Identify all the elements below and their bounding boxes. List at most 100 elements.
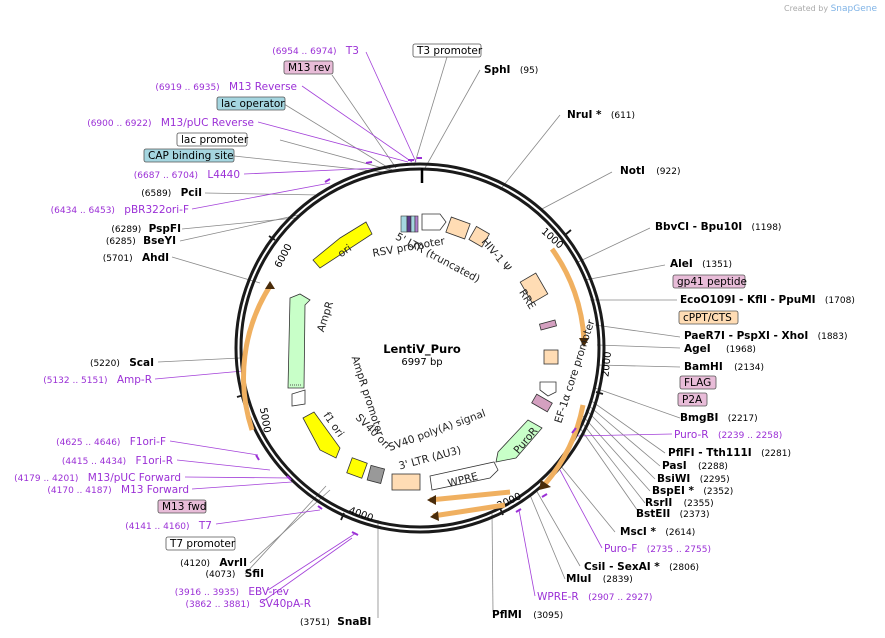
- svg-text:CsiI - SexAI * (2806): CsiI - SexAI * (2806): [584, 561, 699, 573]
- credit-prefix: Created by: [784, 4, 829, 13]
- gp41-box: [539, 319, 557, 331]
- primer-lines: [154, 51, 673, 603]
- primer-name: M13 Reverse: [229, 81, 297, 93]
- enzyme-name: MscI *: [620, 526, 656, 538]
- enzyme-pos: (2352): [703, 487, 733, 497]
- primer-name: SV40pA-R: [259, 598, 311, 610]
- svg-text:RsrII (2355): RsrII (2355): [645, 497, 714, 509]
- enzyme-name: PasI: [662, 460, 687, 472]
- ltr5-box: [445, 216, 471, 240]
- primer-pos: (4625 .. 4646): [56, 438, 120, 448]
- enzyme-pos: (3751): [300, 618, 330, 628]
- enzyme-name: AgeI: [684, 343, 711, 355]
- enzyme-name: BstEII: [636, 508, 670, 520]
- enzyme-name: NotI: [620, 165, 645, 177]
- primer-name: M13/pUC Forward: [88, 472, 181, 484]
- svg-text:PflMI (3095): PflMI (3095): [492, 609, 563, 621]
- svg-text:MscI * (2614): MscI * (2614): [620, 526, 695, 538]
- backbone-inner: [239, 167, 601, 529]
- svg-text:BstEII (2373): BstEII (2373): [636, 508, 710, 520]
- primer-name: pBR322ori-F: [124, 204, 189, 216]
- enzyme-pos: (1198): [752, 223, 782, 233]
- svg-text:PflFI - Tth111I (2281): PflFI - Tth111I (2281): [668, 447, 791, 459]
- rre-box: [519, 272, 549, 304]
- primer-pos: (2735 .. 2755): [647, 545, 711, 555]
- enzyme-name: MluI: [566, 573, 591, 585]
- box-p2a: P2A: [682, 394, 703, 406]
- svg-text:BsiWI (2295): BsiWI (2295): [657, 473, 730, 485]
- svg-text:(4073) SfiI: (4073) SfiI: [205, 568, 264, 580]
- enzyme-name: AhdI: [142, 252, 169, 264]
- box-m13-rev: M13 rev: [288, 62, 331, 74]
- rsv-arrow: [421, 213, 447, 231]
- orf-arrowheads: [265, 281, 589, 521]
- enzyme-name: ScaI: [129, 357, 154, 369]
- primer-name: M13/pUC Reverse: [161, 117, 254, 129]
- enzyme-pos: (6289): [111, 225, 141, 235]
- primer-pos: (4415 .. 4434): [62, 457, 126, 467]
- box-t3-promoter: T3 promoter: [416, 45, 483, 57]
- p2a-box: [531, 393, 553, 413]
- svg-text:SphI (95): SphI (95): [484, 64, 538, 76]
- primer-name: M13 Forward: [121, 484, 189, 496]
- label-ef1a: EF-1α core promoter: [553, 318, 598, 425]
- primer-name: F1ori-R: [136, 455, 173, 467]
- primer-pos: (6687 .. 6704): [134, 171, 198, 181]
- svg-text:BspEI * (2352): BspEI * (2352): [652, 485, 733, 497]
- orf-arrows: [241, 247, 587, 519]
- enzyme-pos: (2355): [684, 499, 714, 509]
- svg-text:(3916 .. 3935) EBV-rev: (3916 .. 3935) EBV-rev: [175, 586, 289, 598]
- primer-labels: (6954 .. 6974) T3 (6919 .. 6935) M13 Rev…: [14, 45, 782, 610]
- enzyme-name: RsrII: [645, 497, 672, 509]
- enzyme-name: BsiWI: [657, 473, 690, 485]
- svg-text:(4141 .. 4160) T7: (4141 .. 4160) T7: [125, 520, 212, 532]
- svg-text:(4625 .. 4646) F1ori-F: (4625 .. 4646) F1ori-F: [56, 436, 166, 448]
- box-m13-fwd: M13 fwd: [162, 501, 207, 513]
- primer-pos: (4170 .. 4187): [47, 486, 111, 496]
- leader-lines: [157, 56, 681, 618]
- enzyme-name: PaeR7I - PspXI - XhoI: [684, 330, 808, 342]
- svg-text:NruI * (611): NruI * (611): [567, 109, 635, 121]
- enzyme-pos: (2217): [728, 414, 758, 424]
- primer-name: F1ori-F: [130, 436, 166, 448]
- sv40-polya-box: [366, 464, 386, 485]
- enzyme-name: BmgBI: [680, 412, 718, 424]
- enzyme-name: PspFI: [149, 223, 181, 235]
- enzyme-name: PciI: [181, 187, 202, 199]
- primer-name: L4440: [207, 169, 240, 181]
- ampr-arrow: [287, 293, 311, 389]
- enzyme-pos: (2373): [680, 510, 710, 520]
- svg-text:AleI (1351): AleI (1351): [670, 258, 732, 270]
- enzyme-pos: (95): [520, 66, 538, 76]
- enzyme-name: CsiI - SexAI *: [584, 561, 660, 573]
- ori-arrow: [312, 221, 373, 269]
- svg-text:(5220) ScaI: (5220) ScaI: [90, 357, 154, 369]
- svg-text:(6687 .. 6704) L4440: (6687 .. 6704) L4440: [134, 169, 240, 181]
- svg-text:Puro-F (2735 .. 2755): Puro-F (2735 .. 2755): [604, 543, 711, 555]
- credit: Created by SnapGene: [784, 4, 877, 14]
- svg-text:AgeI (1968): AgeI (1968): [684, 343, 756, 355]
- primer-pos: (4141 .. 4160): [125, 522, 189, 532]
- svg-text:PaeR7I - PspXI - XhoI (188: PaeR7I - PspXI - XhoI (1883): [684, 330, 848, 342]
- enzyme-pos: (2281): [761, 449, 791, 459]
- box-lac-promoter: lac promoter: [181, 134, 249, 146]
- enzyme-name: AleI: [670, 258, 693, 270]
- svg-text:(6434 .. 6453) pBR322ori-F: (6434 .. 6453) pBR322ori-F: [51, 204, 189, 216]
- plasmid-name: LentiV_Puro: [383, 342, 461, 357]
- svg-text:(4170 .. 4187) M13 Forward: (4170 .. 4187) M13 Forward: [47, 484, 189, 496]
- tick-5000: 5000: [257, 407, 272, 434]
- enzyme-pos: (2288): [698, 462, 728, 472]
- svg-text:EcoO109I - KflI - PpuMI (1: EcoO109I - KflI - PpuMI (1708): [680, 294, 855, 306]
- primer-pos: (3862 .. 3881): [185, 600, 249, 610]
- enzyme-pos: (4073): [205, 570, 235, 580]
- primer-name: Puro-F: [604, 543, 637, 555]
- svg-text:NotI (922): NotI (922): [620, 165, 680, 177]
- enzyme-name: EcoO109I - KflI - PpuMI: [680, 294, 816, 306]
- svg-text:BmgBI (2217): BmgBI (2217): [680, 412, 758, 424]
- enzyme-pos: (2295): [700, 475, 730, 485]
- box-flag: FLAG: [684, 377, 711, 389]
- enzyme-pos: (5220): [90, 359, 120, 369]
- cppt-box: [543, 349, 559, 365]
- label-ltr3: 3' LTR (ΔU3): [397, 444, 462, 472]
- tick-6000: 6000: [273, 242, 295, 270]
